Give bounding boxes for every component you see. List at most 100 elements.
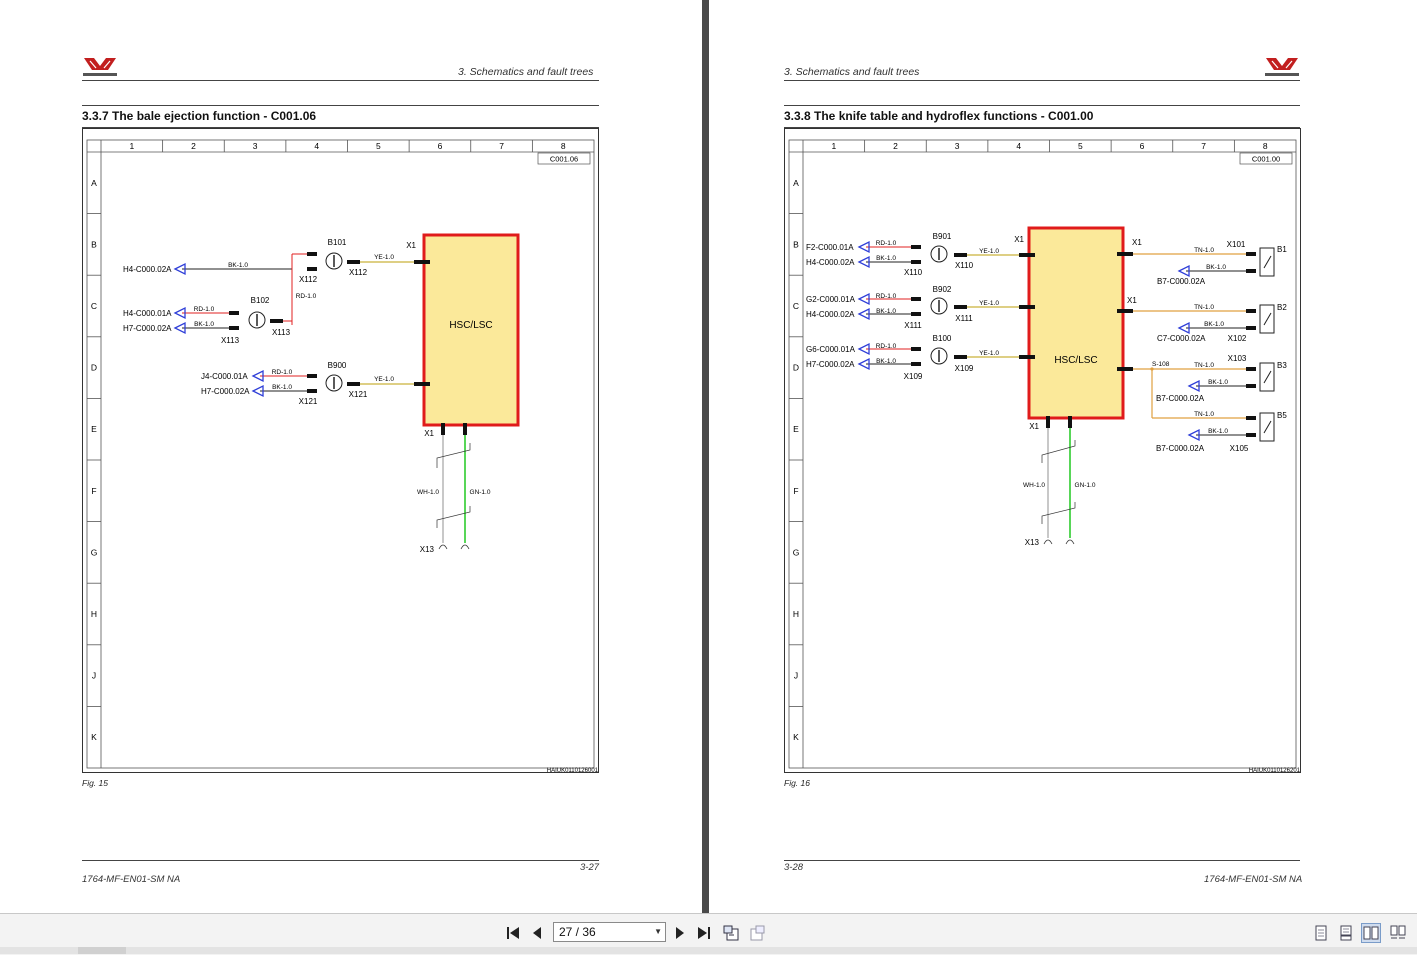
wire-bk-b1: BK-1.0 — [1206, 264, 1226, 271]
two-page-continuous-icon[interactable] — [1388, 923, 1408, 943]
wire-rd-d: RD-1.0 — [272, 369, 293, 376]
wire-bk-c: BK-1.0 — [194, 321, 214, 328]
label-h4-c000-02a: H4-C000.02A — [123, 265, 172, 274]
label-x112-b: X112 — [349, 268, 368, 277]
sensor-b5-wiring — [1152, 412, 1275, 442]
continuous-page-icon[interactable] — [1336, 923, 1356, 943]
grid-column-label: 1 — [831, 141, 836, 151]
first-page-icon[interactable] — [503, 923, 523, 943]
label-h7-c000-02a-c: H7-C000.02A — [123, 324, 172, 333]
grid-column-label: 3 — [955, 141, 960, 151]
grid-row-label: D — [793, 363, 799, 373]
prev-page-icon[interactable] — [527, 923, 547, 943]
document-page-left: 3. Schematics and fault trees 3.3.7 The … — [0, 0, 702, 913]
label-b2: B2 — [1277, 303, 1287, 312]
wire-ye-c: YE-1.0 — [979, 300, 999, 307]
label-x110-a: X110 — [904, 268, 923, 277]
wire-wh: WH-1.0 — [417, 489, 439, 496]
chevron-down-icon[interactable]: ▼ — [654, 927, 662, 936]
label-b101: B101 — [328, 238, 347, 247]
diagram-ref: C001.06 — [550, 155, 578, 164]
sensor-b100 — [857, 342, 1035, 371]
label-x13: X13 — [1025, 538, 1040, 547]
wire-ye-b: YE-1.0 — [374, 254, 394, 261]
grid-row-label: H — [793, 609, 799, 619]
sensor-b102 — [173, 306, 292, 335]
grid-row-label: C — [793, 301, 799, 311]
label-x113-a: X113 — [221, 336, 240, 345]
label-x111-b: X111 — [955, 314, 973, 323]
grid-column-label: 4 — [1016, 141, 1021, 151]
sensor-b3-wiring — [1117, 362, 1275, 418]
page-number-input[interactable]: 27 / 36 ▼ — [553, 922, 666, 942]
section-rule-bottom — [784, 127, 1300, 128]
document-code: 1764-MF-EN01-SM NA — [1204, 874, 1303, 885]
connector-x1-bottom: X1 — [424, 429, 434, 438]
section-title: 3.3.7 The bale ejection function - C001.… — [82, 109, 317, 123]
wire-bk-b5: BK-1.0 — [1208, 428, 1228, 435]
hsc-lsc-module — [422, 233, 520, 427]
go-forward-view-icon[interactable] — [747, 923, 767, 943]
label-x112-a: X112 — [299, 275, 318, 284]
grid-row-label: J — [794, 671, 798, 681]
wire-rd-c: RD-1.0 — [876, 293, 897, 300]
label-x13: X13 — [420, 545, 435, 554]
single-page-icon[interactable] — [1311, 923, 1331, 943]
scrollbar-thumb[interactable] — [78, 947, 126, 954]
label-f2-c000-01a: F2-C000.01A — [806, 243, 854, 252]
grid-column-label: 6 — [438, 141, 443, 151]
module-label: HSC/LSC — [449, 320, 492, 331]
next-page-icon[interactable] — [670, 923, 690, 943]
grid-row-label: E — [91, 424, 97, 434]
grid-row-label: H — [91, 609, 97, 619]
grid-column-label: 1 — [129, 141, 134, 151]
grid-row-label: F — [91, 486, 96, 496]
connector-x13-wiring — [1041, 416, 1076, 545]
label-h4-c000-01a: H4-C000.01A — [123, 309, 172, 318]
go-back-view-icon[interactable] — [722, 923, 742, 943]
grid-column-label: 5 — [376, 141, 381, 151]
grid-column-label: 7 — [499, 141, 504, 151]
label-h4-c000-02a-c: H4-C000.02A — [806, 310, 855, 319]
label-x103: X103 — [1228, 354, 1247, 363]
massey-ferguson-logo — [1265, 58, 1299, 76]
wire-tn-b5: TN-1.0 — [1194, 411, 1214, 418]
wire-ye-d: YE-1.0 — [374, 376, 394, 383]
label-b5: B5 — [1277, 411, 1287, 420]
label-x102: X102 — [1228, 334, 1247, 343]
wire-rd-vertical: RD-1.0 — [296, 293, 317, 300]
grid-row-label: G — [91, 547, 98, 557]
connector-x1-top: X1 — [406, 241, 416, 250]
label-b102: B102 — [251, 296, 270, 305]
diagram-ref: C001.00 — [1252, 155, 1280, 164]
page-indicator: 27 / 36 — [559, 925, 596, 939]
last-page-icon[interactable] — [694, 923, 714, 943]
label-b901: B901 — [933, 232, 952, 241]
label-b3: B3 — [1277, 361, 1287, 370]
two-page-icon[interactable] — [1361, 923, 1381, 943]
grid-row-label: D — [91, 363, 97, 373]
label-b902: B902 — [933, 285, 952, 294]
wire-bk-b3: BK-1.0 — [1208, 379, 1228, 386]
label-b100: B100 — [933, 334, 952, 343]
header-rule — [82, 80, 599, 81]
wire-tn-b2: TN-1.0 — [1194, 304, 1214, 311]
diagram-ref-box — [537, 152, 591, 165]
label-b1: B1 — [1277, 245, 1287, 254]
wire-bk-b: BK-1.0 — [876, 255, 896, 262]
image-code: HAIUK0110126201 — [1249, 768, 1301, 774]
footer-rule — [784, 860, 1300, 861]
label-h4-c000-02a-b: H4-C000.02A — [806, 258, 855, 267]
wire-bk-b: BK-1.0 — [228, 262, 248, 269]
label-x121-b: X121 — [349, 390, 368, 399]
label-g2-c000-01a: G2-C000.01A — [806, 295, 856, 304]
wire-bk-b2: BK-1.0 — [1204, 321, 1224, 328]
grid-row-label: K — [91, 732, 97, 742]
grid-row-label: B — [91, 239, 97, 249]
footer-rule — [82, 860, 599, 861]
label-x111-a: X111 — [904, 321, 922, 330]
horizontal-scrollbar[interactable] — [0, 947, 1417, 954]
label-h7-c000-02a-d: H7-C000.02A — [806, 360, 855, 369]
sensor-b901 — [857, 240, 1035, 269]
